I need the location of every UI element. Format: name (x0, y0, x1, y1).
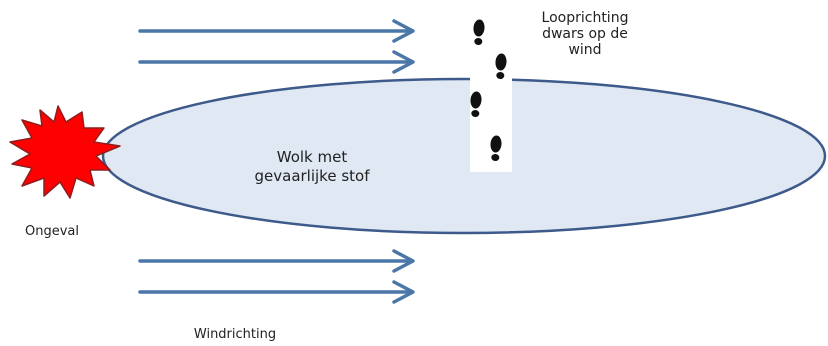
wind-arrow-icon (138, 50, 415, 74)
cloud-label-line-2: gevaarlijke stof (254, 167, 370, 185)
cloud-label-line-1: Wolk met (276, 148, 348, 166)
footprint-icon (495, 53, 507, 79)
walking-direction-label: Looprichting dwars op de wind (522, 10, 648, 58)
walking-path-strip (470, 68, 512, 172)
wind-direction-label: Windrichting (193, 327, 277, 342)
walking-direction-line-2: dwars op de (542, 26, 628, 42)
accident-label: Ongeval (25, 224, 79, 239)
walking-direction-line-3: wind (568, 42, 602, 58)
wind-arrows-top (138, 19, 415, 74)
hazard-cloud (101, 77, 827, 235)
footprints (470, 19, 507, 161)
cloud-label: Wolk met gevaarlijke stof (232, 148, 392, 186)
wind-arrows-bottom (138, 249, 415, 304)
wind-arrow-icon (138, 249, 415, 273)
walking-direction-line-1: Looprichting (541, 10, 629, 26)
footprint-icon (470, 91, 482, 117)
footprint-icon (473, 19, 485, 45)
wind-arrow-icon (138, 280, 415, 304)
footprint-icon (490, 135, 502, 161)
explosion-icon (9, 105, 121, 199)
wind-arrow-icon (138, 19, 415, 43)
